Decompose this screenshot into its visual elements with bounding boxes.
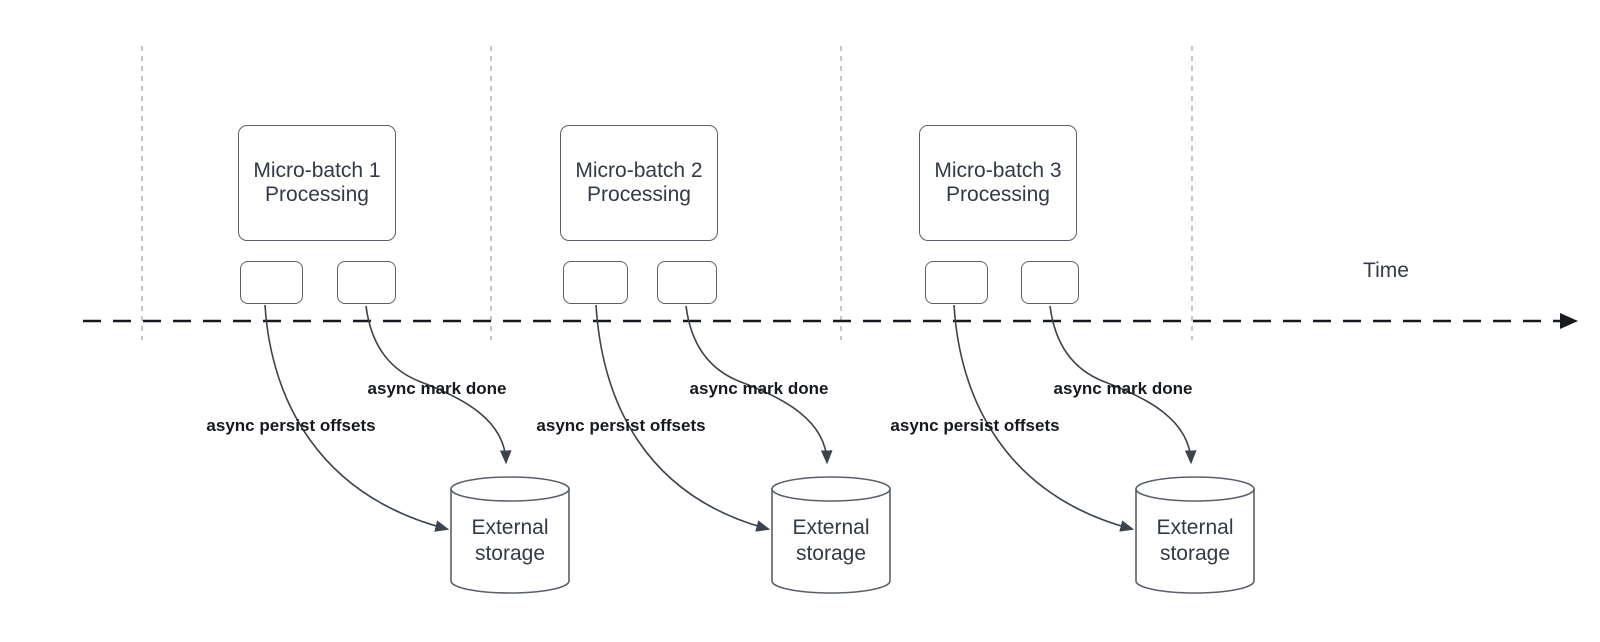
mark-done-label-1: async mark done [367, 379, 507, 398]
persist-offsets-arrow-1 [264, 304, 450, 532]
offsets-task-box-2 [563, 261, 628, 304]
cylinder-body [771, 488, 891, 594]
storage-label-1: External storage [471, 516, 549, 565]
cylinder-body [1135, 488, 1255, 594]
process-box-label: Micro-batch 3 Processing [934, 159, 1062, 206]
persist-offsets-label-2: async persist offsets [536, 416, 706, 435]
persist-offsets-arrow-3 [953, 304, 1135, 532]
storage-label-3: External storage [1156, 516, 1234, 565]
time-axis [83, 313, 1578, 329]
persist-offsets-label-1: async persist offsets [206, 416, 376, 435]
offsets-task-box-3 [925, 261, 988, 304]
offsets-task-box-1 [240, 261, 303, 304]
storage-cylinder-3 [1135, 476, 1255, 594]
time-axis-arrowhead-icon [1560, 313, 1578, 329]
cylinder-top [1135, 476, 1255, 502]
mark-done-arrow-2 [685, 305, 833, 465]
storage-cylinder-1 [450, 476, 570, 594]
cylinder-body [450, 488, 570, 594]
mark-done-arrow-3 [1049, 305, 1197, 465]
time-axis-label: Time [1363, 259, 1409, 282]
persist-offsets-label-3: async persist offsets [890, 416, 1060, 435]
done-task-box-1 [337, 261, 396, 304]
done-task-box-2 [657, 261, 717, 304]
storage-cylinder-2 [771, 476, 891, 594]
process-box-label: Micro-batch 2 Processing [575, 159, 703, 206]
mark-done-label-3: async mark done [1053, 379, 1193, 398]
persist-offsets-arrow-2 [595, 304, 771, 532]
process-box-1: Micro-batch 1 Processing [238, 125, 396, 241]
mark-done-label-2: async mark done [689, 379, 829, 398]
cylinder-top [771, 476, 891, 502]
process-box-label: Micro-batch 1 Processing [253, 159, 381, 206]
time-guide-lines [141, 46, 1193, 340]
cylinder-top [450, 476, 570, 502]
done-task-box-3 [1021, 261, 1079, 304]
process-box-3: Micro-batch 3 Processing [919, 125, 1077, 241]
mark-done-arrow-1 [365, 305, 512, 465]
storage-label-2: External storage [792, 516, 870, 565]
process-box-2: Micro-batch 2 Processing [560, 125, 718, 241]
